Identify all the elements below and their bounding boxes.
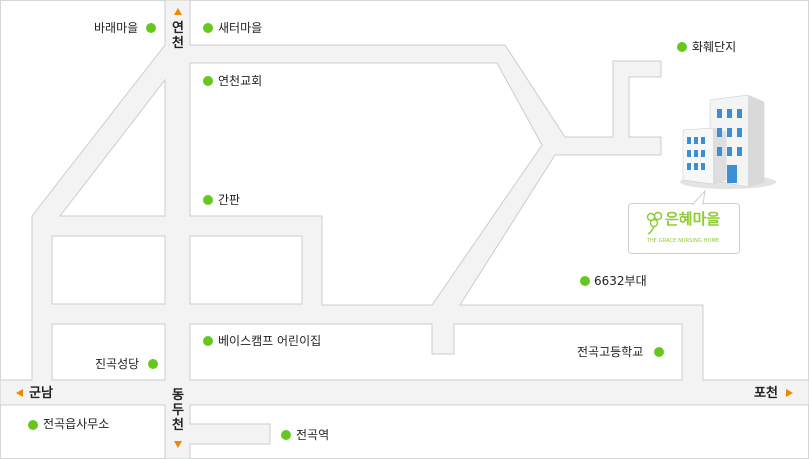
direction-west: 군남 <box>29 386 53 401</box>
location-marker-icon <box>580 276 590 286</box>
destination-logo-box <box>628 203 740 254</box>
place-label-jeongok-station: 전곡역 <box>296 428 330 442</box>
place-label-jeongok-town-office: 전곡읍사무소 <box>43 417 110 431</box>
location-marker-icon <box>28 420 38 430</box>
place-label-ganpan: 간판 <box>218 193 241 207</box>
destination-subtitle: THE GRACE NURSING HOME <box>646 238 720 244</box>
place-label-jeongok-high-school: 전곡고등학교 <box>577 345 644 359</box>
direction-south: 동두천 <box>172 388 184 433</box>
place-label-saeteomaeul: 새터마을 <box>218 21 263 35</box>
location-marker-icon <box>281 430 291 440</box>
place-label-baraemaeul: 바래마을 <box>94 21 139 35</box>
place-label-hwahwe-complex: 화훼단지 <box>692 40 737 54</box>
east-arrow-icon <box>786 389 793 397</box>
place-label-base-camp-daycare: 베이스캠프 어린이집 <box>218 334 322 348</box>
place-label-unit-6632: 6632부대 <box>594 274 647 288</box>
location-marker-icon <box>203 336 213 346</box>
destination-name: 은혜마을 <box>665 210 721 228</box>
place-label-jingok-cathedral: 진곡성당 <box>95 357 140 371</box>
location-marker-icon <box>677 42 687 52</box>
place-label-yeoncheon-church: 연천교회 <box>218 74 263 88</box>
north-arrow-icon <box>174 8 182 15</box>
location-marker-icon <box>148 359 158 369</box>
south-arrow-icon <box>174 441 182 448</box>
location-marker-icon <box>203 195 213 205</box>
location-marker-icon <box>146 23 156 33</box>
direction-north: 연천 <box>172 21 184 51</box>
west-arrow-icon <box>16 389 23 397</box>
direction-east: 포천 <box>754 386 778 401</box>
location-marker-icon <box>203 23 213 33</box>
location-marker-icon <box>654 347 664 357</box>
location-marker-icon <box>203 76 213 86</box>
